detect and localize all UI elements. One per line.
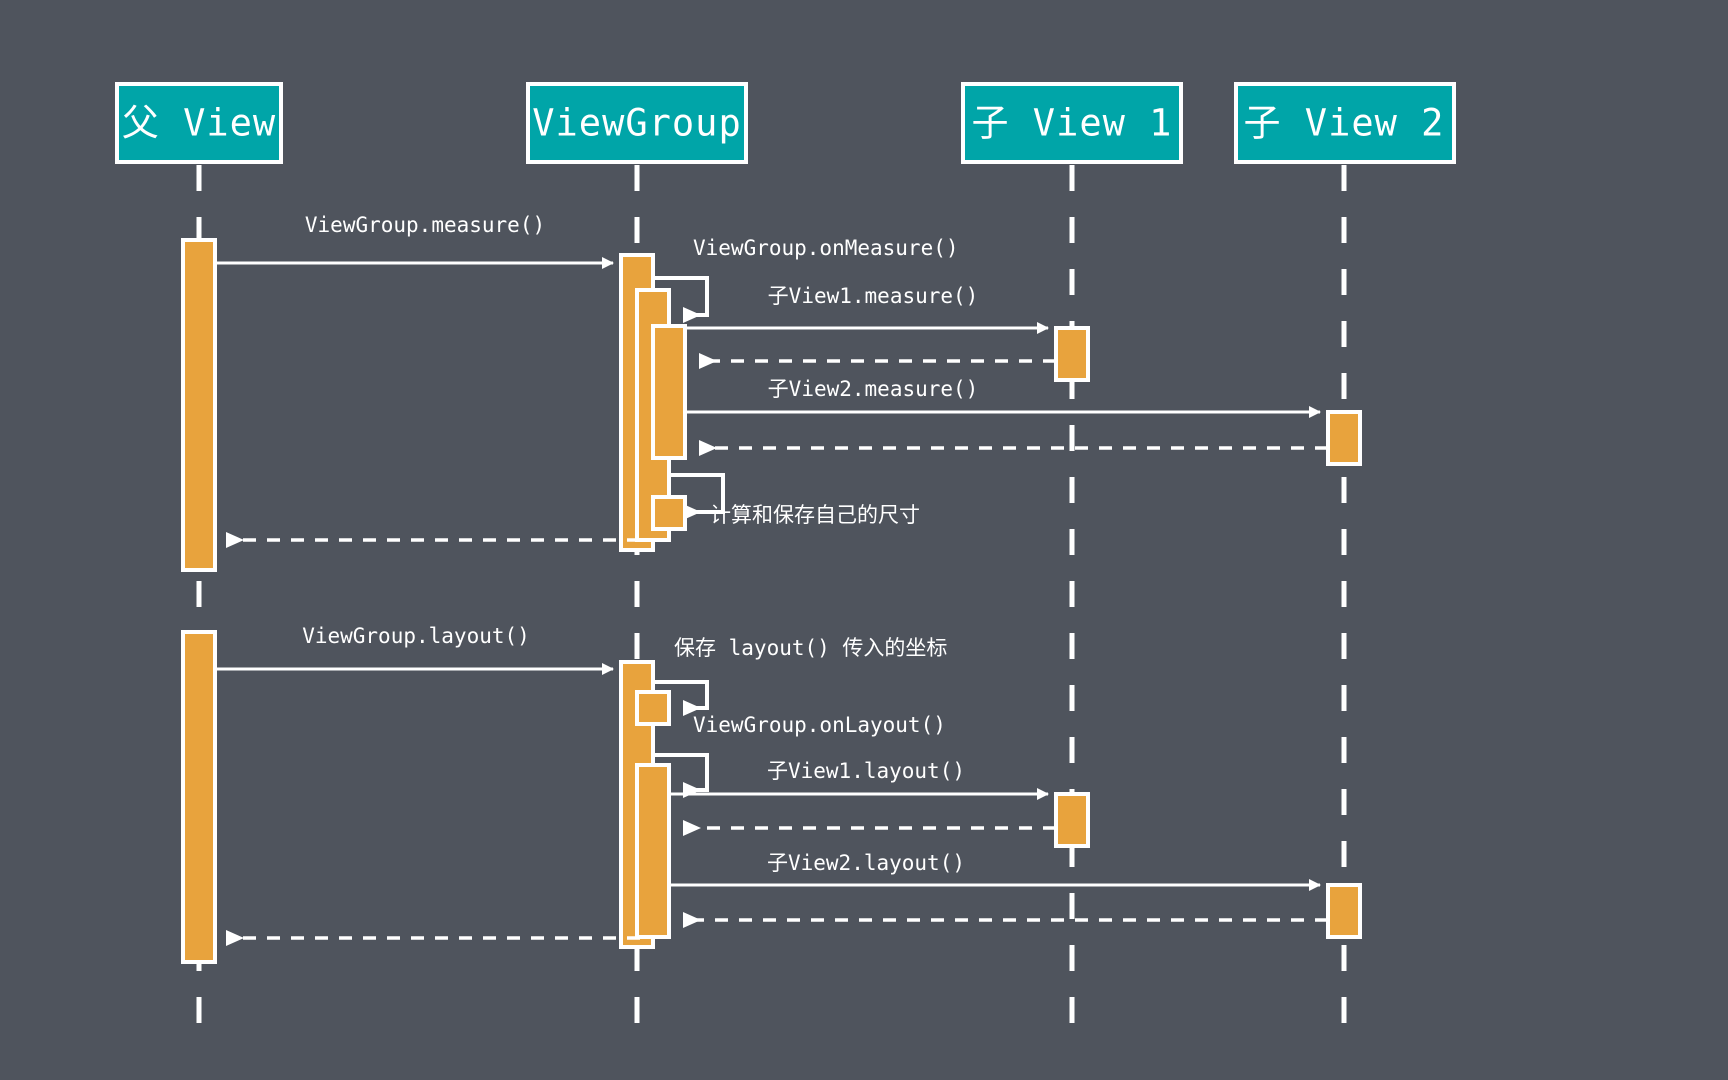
activation-viewgroup-save-coords bbox=[635, 690, 671, 726]
activations-layout-phase bbox=[181, 630, 1362, 964]
participant-box-viewgroup[interactable] bbox=[526, 82, 748, 164]
message-label-viewgroup-onlayout: ViewGroup.onLayout() bbox=[693, 713, 946, 737]
activation-viewgroup-onlayout bbox=[635, 763, 671, 939]
activation-parent-view-layout bbox=[181, 630, 217, 964]
activation-child-view-2-layout bbox=[1326, 883, 1362, 939]
message-label-save-layout-coords: 保存 layout() 传入的坐标 bbox=[674, 636, 947, 660]
participant-box-child-view-2[interactable] bbox=[1234, 82, 1456, 164]
activations-measure-phase bbox=[181, 238, 1362, 572]
participant-label-viewgroup: ViewGroup bbox=[532, 102, 741, 145]
activation-child-view-1-layout bbox=[1054, 792, 1090, 848]
activation-viewgroup-calc-size bbox=[651, 495, 687, 531]
lifelines bbox=[196, 165, 1347, 1030]
participant-child-view-1[interactable]: 子 View 1 bbox=[961, 82, 1183, 164]
participant-label-child-view-1: 子 View 1 bbox=[972, 102, 1173, 145]
activation-child-view-2-measure bbox=[1326, 410, 1362, 466]
activation-child-view-1-measure bbox=[1054, 326, 1090, 382]
participant-parent-view[interactable]: 父 View bbox=[115, 82, 283, 164]
message-label-viewgroup-onmeasure: ViewGroup.onMeasure() bbox=[693, 236, 959, 260]
message-label-child2-measure: 子View2.measure() bbox=[768, 377, 979, 401]
participant-box-parent-view[interactable] bbox=[115, 82, 283, 164]
message-label-child2-layout: 子View2.layout() bbox=[767, 851, 965, 875]
message-arrow-viewgroup-onmeasure bbox=[653, 276, 709, 323]
messages-measure-phase: ViewGroup.measure() ViewGroup.onMeasure(… bbox=[215, 213, 1328, 548]
message-label-viewgroup-layout: ViewGroup.layout() bbox=[302, 624, 530, 648]
message-label-calc-save-size: 计算和保存自己的尺寸 bbox=[710, 503, 920, 527]
messages-layout-phase: ViewGroup.layout() 保存 layout() 传入的坐标 Vie… bbox=[215, 624, 1328, 946]
message-label-viewgroup-measure: ViewGroup.measure() bbox=[305, 213, 545, 237]
message-arrow-save-layout-coords bbox=[653, 680, 709, 716]
participant-label-child-view-2: 子 View 2 bbox=[1244, 102, 1445, 145]
activation-parent-view-measure bbox=[181, 238, 217, 572]
message-label-child1-measure: 子View1.measure() bbox=[768, 284, 979, 308]
participant-child-view-2[interactable]: 子 View 2 bbox=[1234, 82, 1456, 164]
message-arrow-viewgroup-onlayout bbox=[653, 753, 709, 798]
activation-viewgroup-measure-children bbox=[651, 324, 687, 460]
message-arrow-calc-save-size bbox=[669, 473, 725, 520]
message-label-child1-layout: 子View1.layout() bbox=[767, 759, 965, 783]
participant-box-child-view-1[interactable] bbox=[961, 82, 1183, 164]
participant-label-parent-view: 父 View bbox=[122, 102, 276, 145]
participant-viewgroup[interactable]: ViewGroup bbox=[526, 82, 748, 164]
